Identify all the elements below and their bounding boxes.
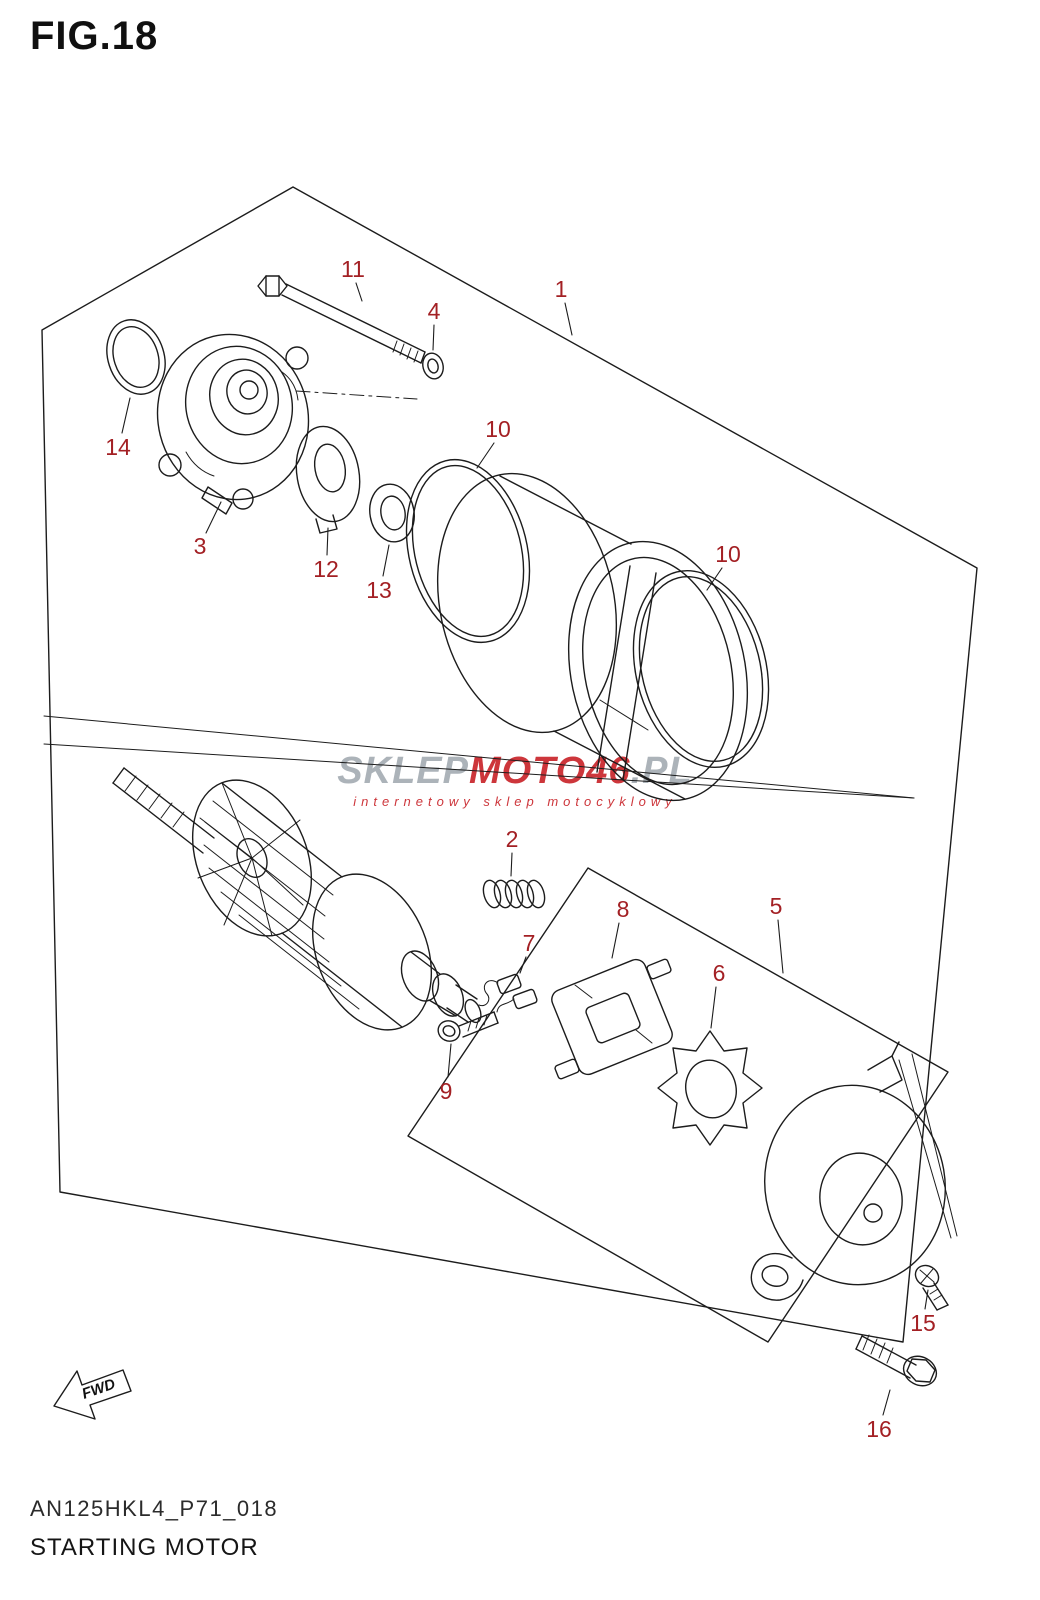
rear-bracket-box-5: [407, 867, 949, 1343]
callout-number-11: 11: [341, 256, 365, 282]
brush-holder-8: [551, 958, 673, 1080]
callout-leader-1: [564, 302, 573, 336]
figure-title: STARTING MOTOR: [30, 1534, 259, 1561]
front-bracket-3: [156, 333, 310, 515]
outer-case-box: [41, 186, 978, 1343]
callout-number-3: 3: [194, 533, 207, 559]
screw-9: [437, 1011, 499, 1042]
part-code: AN125HKL4_P71_018: [30, 1496, 279, 1521]
end-cover: [750, 1041, 958, 1301]
callout-leader-6: [710, 986, 717, 1029]
callout-leader-4: [432, 324, 435, 351]
callout-leader-15: [924, 1289, 929, 1310]
bolt-16: [855, 1334, 938, 1387]
callout-leader-16: [882, 1389, 891, 1416]
screw-15: [914, 1264, 949, 1311]
callout-number-15: 15: [910, 1310, 936, 1336]
callout-number-12: 12: [313, 556, 339, 582]
callout-number-8: 8: [617, 896, 630, 922]
shim-12: [295, 425, 361, 534]
armature: [112, 767, 482, 1031]
callout-leader-10: [476, 442, 495, 469]
bolt-11: [257, 275, 426, 364]
oring-14: [106, 319, 166, 395]
callout-number-2: 2: [506, 826, 519, 852]
callout-number-6: 6: [713, 960, 726, 986]
callout-number-9: 9: [440, 1078, 453, 1104]
callout-leader-7: [519, 956, 527, 974]
yoke-cylinder: [436, 472, 749, 802]
callout-number-10: 10: [715, 541, 741, 567]
washer-13: [369, 483, 415, 543]
callout-number-10: 10: [485, 416, 511, 442]
callout-leader-8: [611, 922, 620, 959]
callout-number-14: 14: [105, 434, 131, 460]
callout-number-7: 7: [523, 930, 536, 956]
callout-leader-10: [706, 567, 723, 591]
fwd-label: FWD: [80, 1376, 118, 1403]
callout-number-5: 5: [770, 893, 783, 919]
oring-10-left: [405, 458, 531, 644]
figure-number: FIG.18: [30, 14, 159, 58]
callout-number-1: 1: [555, 276, 568, 302]
fwd-arrow-shape: [53, 1369, 132, 1420]
callout-leader-5: [777, 919, 784, 974]
callout-leader-3: [205, 501, 222, 534]
callout-leader-13: [382, 544, 390, 577]
oring-10-right: [632, 570, 770, 768]
callout-number-13: 13: [366, 577, 392, 603]
callout-leader-12: [326, 527, 329, 556]
callout-leader-11: [355, 282, 363, 302]
callout-leader-9: [447, 1043, 452, 1078]
spring-2: [482, 879, 546, 909]
callout-number-4: 4: [428, 298, 441, 324]
spacer-6: [657, 1030, 763, 1146]
callout-leader-14: [121, 397, 131, 434]
callout-number-16: 16: [866, 1416, 892, 1442]
pointer-lines: [43, 390, 915, 799]
brush-7: [478, 973, 538, 1013]
washer-4: [422, 352, 444, 380]
callout-leader-2: [510, 852, 513, 877]
fwd-arrow: FWD: [53, 1369, 132, 1420]
